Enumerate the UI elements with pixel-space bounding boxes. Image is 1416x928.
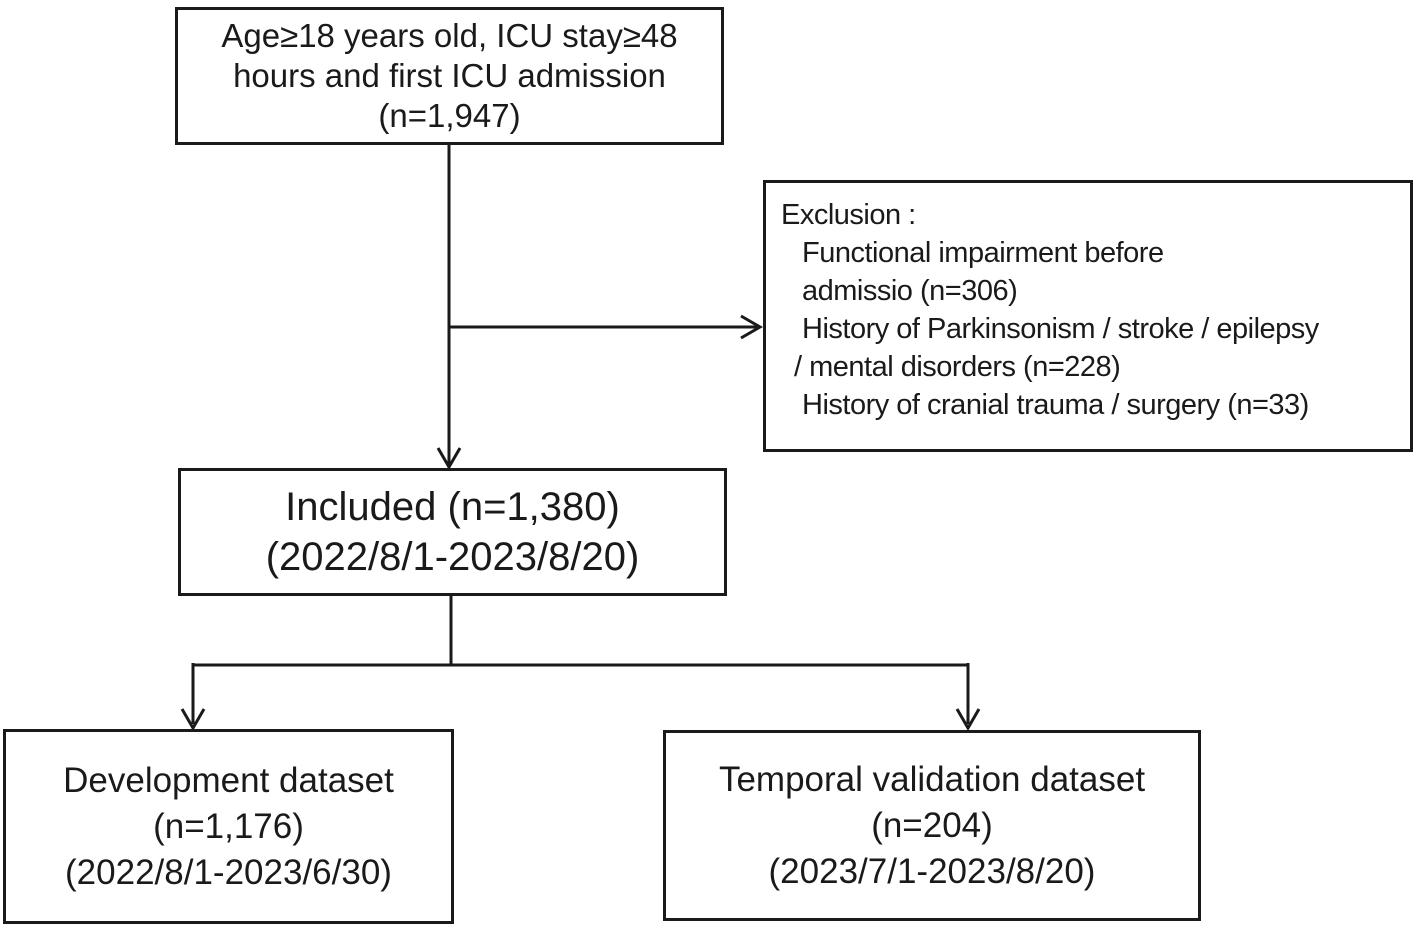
exclusion-item-3: History of cranial trauma / surgery (n=3… — [802, 389, 1309, 421]
arrowhead-down-development — [180, 708, 206, 731]
validation-count: (n=204) — [871, 805, 993, 845]
arrowhead-down-included — [436, 447, 462, 470]
eligibility-box: Age≥18 years old, ICU stay≥48 hours and … — [175, 7, 724, 145]
eligibility-count: (n=1,947) — [378, 97, 521, 134]
validation-date-range: (2023/7/1-2023/8/20) — [768, 851, 1096, 891]
arrowhead-down-validation — [955, 708, 981, 731]
validation-dataset-box: Temporal validation dataset (n=204) (202… — [663, 730, 1201, 921]
exclusion-title: Exclusion : — [781, 199, 916, 231]
exclusion-item-2: History of Parkinsonism / stroke / epile… — [802, 313, 1319, 345]
development-dataset-box: Development dataset (n=1,176) (2022/8/1-… — [3, 729, 454, 924]
eligibility-line-2: hours and first ICU admission — [233, 57, 666, 94]
exclusion-item-2-count: / mental disorders (n=228) — [794, 351, 1121, 383]
development-count: (n=1,176) — [153, 806, 304, 846]
arrowhead-right-exclusion — [740, 314, 763, 340]
development-date-range: (2022/8/1-2023/6/30) — [65, 852, 392, 892]
included-date-range: (2022/8/1-2023/8/20) — [265, 535, 640, 579]
exclusion-item-1: Functional impairment before — [802, 237, 1164, 269]
included-count: Included (n=1,380) — [285, 485, 620, 529]
eligibility-line-1: Age≥18 years old, ICU stay≥48 — [221, 17, 678, 54]
included-box: Included (n=1,380) (2022/8/1-2023/8/20) — [178, 468, 727, 596]
development-title: Development dataset — [63, 760, 394, 800]
exclusion-box: Exclusion : Functional impairment before… — [763, 180, 1413, 452]
validation-title: Temporal validation dataset — [718, 759, 1146, 799]
exclusion-item-1-count: admissio (n=306) — [802, 275, 1018, 307]
